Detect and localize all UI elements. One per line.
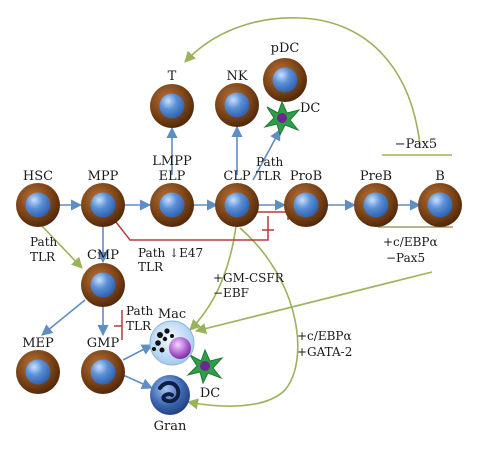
label-gmp: GMP <box>87 336 120 351</box>
cell-dc-myeloid <box>186 348 224 385</box>
annotation-path-hsc: Path <box>30 235 58 249</box>
label-gran: Gran <box>154 419 187 434</box>
label-mep: MEP <box>22 336 54 351</box>
annotation-gata2: +GATA-2 <box>297 345 352 359</box>
annotation-cebpa-preb: +c/EBPα <box>383 235 438 249</box>
cell-prob <box>284 183 328 227</box>
label-prob: ProB <box>290 169 322 184</box>
cell-lmpp-elp <box>150 183 194 227</box>
annotation-tlr-e47: TLR <box>138 260 164 274</box>
label-elp: ELP <box>159 169 186 184</box>
inhibit-mpp-e47 <box>115 216 274 241</box>
cell-dc-lymphoid <box>263 100 301 137</box>
cell-b <box>418 183 462 227</box>
lineage-arrows <box>41 125 422 389</box>
label-lmpp: LMPP <box>152 154 192 169</box>
annotation-tlr-hsc: TLR <box>30 250 56 264</box>
cell-preb <box>354 183 398 227</box>
arrow-gmp-to-mac <box>122 344 153 361</box>
annotation-path-clp: Path <box>256 155 284 169</box>
arrow-cmp-to-mep <box>41 299 86 336</box>
label-mpp: MPP <box>88 169 119 184</box>
inhibit-path-tlr-gmp <box>114 310 123 340</box>
label-dc-lymphoid: DC <box>300 101 320 116</box>
annotation-path-e47: Path ↓E47 <box>138 246 203 260</box>
cell-mac <box>149 320 195 366</box>
label-b: B <box>435 169 445 184</box>
label-cmp: CMP <box>87 248 119 263</box>
annotation-minus-pax5-preb: −Pax5 <box>386 251 425 265</box>
cell-gmp <box>81 350 125 394</box>
label-nk: NK <box>226 69 247 84</box>
annotation-gm-csfr: +GM-CSFR <box>213 271 285 285</box>
label-clp: CLP <box>223 169 251 184</box>
annotation-path-gmp: Path <box>126 304 154 318</box>
label-pdc: pDC <box>271 41 300 56</box>
arrow-preb-to-mac <box>194 271 433 334</box>
reprogramming-arrows <box>41 17 433 410</box>
label-hsc: HSC <box>23 169 53 184</box>
label-preb: PreB <box>360 169 392 184</box>
cell-cmp <box>81 263 125 307</box>
annotation-tlr-clp: TLR <box>256 169 282 183</box>
label-mac: Mac <box>158 307 186 322</box>
cell-t <box>150 84 194 128</box>
arrow-hsc-to-cmp <box>41 225 83 269</box>
label-t: T <box>168 69 177 84</box>
cell-pdc <box>263 58 307 102</box>
annotation-cebpa-gata: +c/EBPα <box>297 329 352 343</box>
arrow-clp-to-dc <box>252 129 281 181</box>
cell-hsc <box>16 183 60 227</box>
cell-gran <box>150 375 190 415</box>
arrow-clp-to-gran <box>186 227 299 410</box>
annotation-tlr-gmp: TLR <box>126 319 152 333</box>
cell-mep <box>16 350 60 394</box>
cell-mpp <box>81 183 125 227</box>
arrow-gmp-to-gran <box>122 374 154 389</box>
arrow-preb-to-t-curve <box>184 17 421 146</box>
cell-nk <box>215 83 259 127</box>
annotation-minus-ebf: −EBF <box>213 286 249 300</box>
cell-clp <box>215 183 259 227</box>
annotation-minus-pax5-top: −Pax5 <box>395 137 437 152</box>
label-dc-myeloid: DC <box>200 386 220 401</box>
